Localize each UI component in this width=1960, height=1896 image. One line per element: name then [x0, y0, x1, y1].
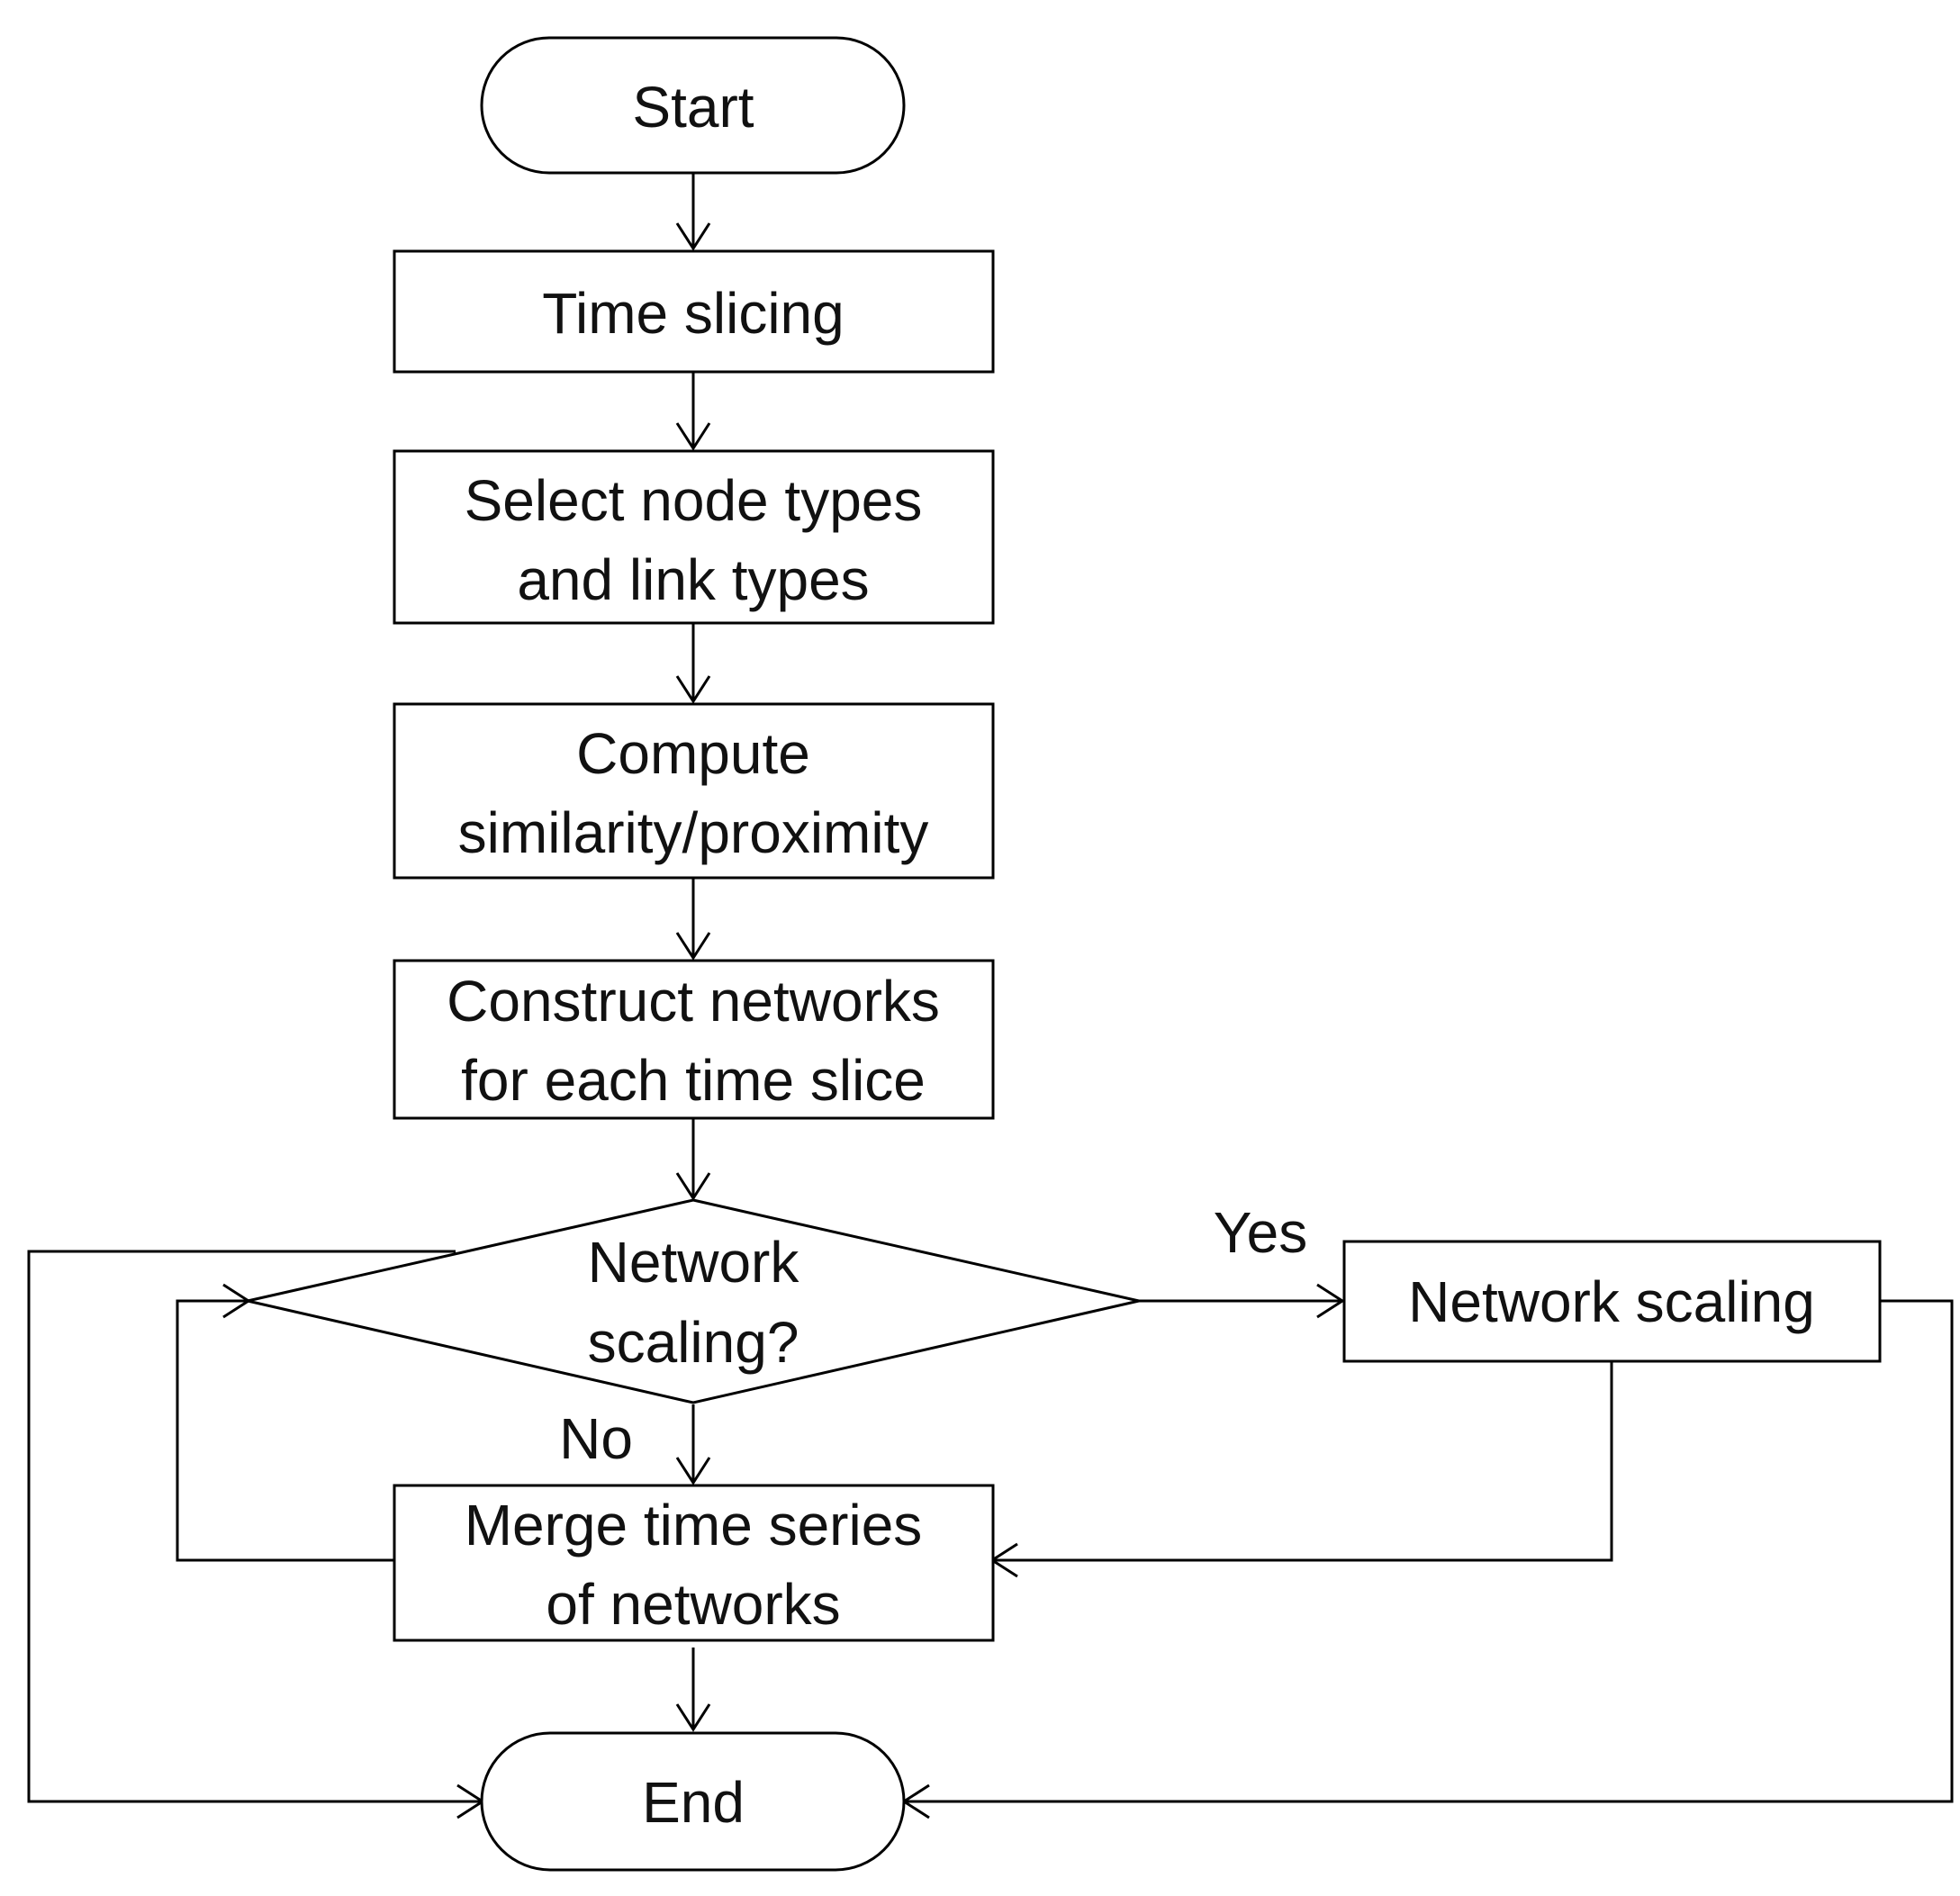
time-slicing-label: Time slicing: [542, 281, 844, 346]
node-end: End: [480, 1731, 906, 1872]
compute-label-line-1: Compute: [576, 721, 810, 786]
end-label: End: [642, 1770, 745, 1835]
yes-label: Yes: [1214, 1200, 1307, 1265]
node-time-slicing: Time slicing: [393, 249, 995, 374]
edge-merge-to-decision: [176, 1299, 393, 1562]
start-terminal-shape: [480, 36, 906, 175]
decision-diamond: [247, 1198, 1140, 1404]
node-compute: Compute similarity/proximity: [393, 702, 995, 880]
arrowhead-compute: [675, 675, 711, 704]
node-start: Start: [480, 36, 906, 175]
network-scaling-box: [1342, 1240, 1882, 1363]
construct-box: [393, 959, 995, 1120]
edge-network-scaling-to-merge: [993, 1361, 1613, 1562]
arrowhead-merge-from-decision: [675, 1457, 711, 1485]
arrowhead-decision: [675, 1172, 711, 1201]
edges: [27, 174, 1954, 1803]
node-decision: Network scaling?: [247, 1198, 1140, 1404]
edge-decision-to-end: [27, 1250, 482, 1803]
start-label: Start: [632, 75, 754, 140]
select-types-box: [393, 449, 995, 625]
end-terminal-shape: [480, 1731, 906, 1872]
arrowhead-select-types: [675, 422, 711, 451]
select-types-label-line-2: and link types: [517, 547, 869, 612]
no-label: No: [559, 1406, 633, 1471]
merge-label-line-1: Merge time series: [465, 1493, 923, 1557]
select-types-label-line-1: Select node types: [465, 468, 923, 533]
construct-label-line-2: for each time slice: [461, 1048, 926, 1113]
merge-box: [393, 1484, 995, 1642]
arrowhead-time-slicing: [675, 222, 711, 251]
edge-network-scaling-to-end: [904, 1299, 1954, 1803]
decision-label-line-1: Network: [588, 1230, 800, 1295]
time-slicing-box: [393, 249, 995, 374]
compute-label-line-2: similarity/proximity: [458, 800, 929, 865]
compute-box: [393, 702, 995, 880]
node-merge: Merge time series of networks: [393, 1484, 995, 1642]
arrowhead-construct: [675, 932, 711, 961]
merge-label-line-2: of networks: [546, 1572, 840, 1637]
node-construct: Construct networks for each time slice: [393, 959, 995, 1120]
node-select-types: Select node types and link types: [393, 449, 995, 625]
node-network-scaling: Network scaling: [1342, 1240, 1882, 1363]
network-scaling-label: Network scaling: [1408, 1269, 1815, 1334]
arrowhead-network-scaling: [1316, 1283, 1345, 1319]
arrowhead-end-from-merge: [675, 1703, 711, 1732]
arrowheads: [222, 222, 1345, 1819]
construct-label-line-1: Construct networks: [447, 969, 940, 1034]
decision-label-line-2: scaling?: [588, 1310, 799, 1375]
